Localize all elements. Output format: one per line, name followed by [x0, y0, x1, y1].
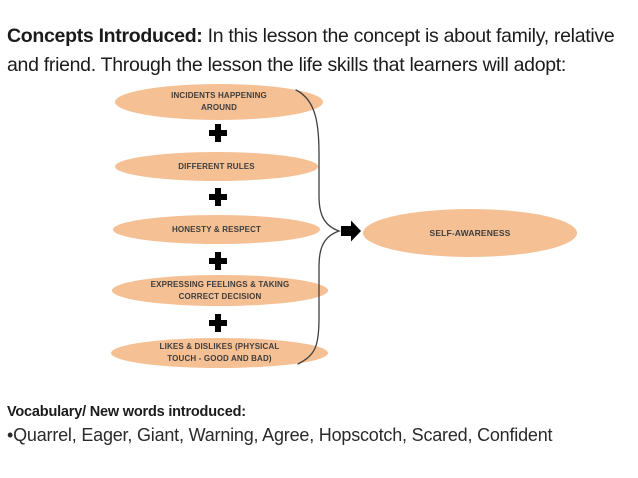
concept-label-line: TOUCH - GOOD AND BAD) [167, 354, 272, 363]
concept-label-line: EXPRESSING FEELINGS & TAKING [150, 279, 290, 289]
plus-icon [209, 252, 227, 270]
arrow-right-icon [341, 220, 361, 242]
concept-label-line: LIKES & DISLIKES (PHYSICAL [159, 342, 280, 351]
plus-icon [209, 188, 227, 206]
concept-ellipse-honesty: HONESTY & RESPECT [113, 215, 320, 244]
concept-ellipse-rules: DIFFERENT RULES [115, 152, 318, 181]
concept-ellipse-feelings: EXPRESSING FEELINGS & TAKING CORRECT DEC… [112, 275, 328, 306]
concept-ellipse-likes: LIKES & DISLIKES (PHYSICAL TOUCH - GOOD … [111, 338, 328, 368]
concept-label-line: CORRECT DECISION [178, 291, 262, 301]
vocabulary-heading: Vocabulary/ New words introduced: [7, 404, 246, 420]
plus-icon [209, 314, 227, 332]
page-title: Concepts Introduced: In this lesson the … [7, 22, 635, 79]
title-line2: and friend. Through the lesson the life … [7, 53, 567, 76]
concept-label-line: DIFFERENT RULES [178, 161, 255, 171]
concept-ellipse-incidents: INCIDENTS HAPPENING AROUND [115, 84, 323, 120]
concept-label-line: HONESTY & RESPECT [171, 224, 262, 234]
concept-label-line: AROUND [200, 103, 237, 112]
result-label: SELF-AWARENESS [429, 228, 511, 238]
vocabulary-list: •Quarrel, Eager, Giant, Warning, Agree, … [7, 425, 553, 445]
result-ellipse-self-awareness: SELF-AWARENESS [363, 209, 577, 257]
title-line1: In this lesson the concept is about fami… [202, 25, 615, 47]
concept-label-line: INCIDENTS HAPPENING [171, 91, 267, 100]
plus-icon [209, 124, 227, 142]
title-lead-in: Concepts Introduced: [7, 25, 203, 47]
